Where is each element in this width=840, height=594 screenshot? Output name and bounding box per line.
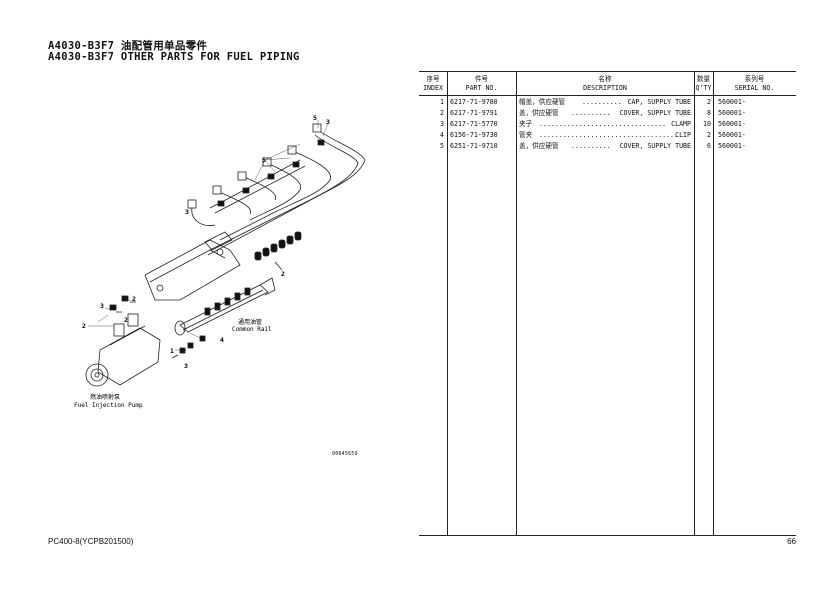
col-divider <box>713 72 714 535</box>
callout-3-bottom: 3 <box>184 362 188 370</box>
col-divider <box>694 72 695 535</box>
diagram-callouts: 5 3 5 3 2 3 2 2 2 1 3 4 <box>82 114 330 370</box>
callout-3-top: 3 <box>326 118 330 126</box>
table-row: 5 6251-71-9710 盖，供应硬管 .......... COVER, … <box>440 142 746 150</box>
callout-2-pump-b: 2 <box>82 322 86 330</box>
model-footer: PC400-8(YCPB201500) <box>48 537 134 546</box>
pump-label-en: Fuel Injection Pump <box>74 402 143 409</box>
callout-3-mid: 3 <box>185 208 189 216</box>
common-rail-label-en: Common Rail <box>232 326 272 333</box>
pump-label-cn: 燃油喷射泵 <box>90 393 120 401</box>
common-rail-label-cn: 通用油管 <box>238 318 262 326</box>
callout-5-mid: 5 <box>262 156 266 164</box>
parts-illustration: 5 3 5 3 2 3 2 2 2 1 3 4 通用油管 Common Rail… <box>74 114 366 409</box>
callout-5-top: 5 <box>313 114 317 122</box>
table-row: 4 6156-71-9730 管夹 ......................… <box>440 131 746 139</box>
fuel-piping-diagram: 5 3 5 3 2 3 2 2 2 1 3 4 通用油管 Common Rail… <box>60 100 390 430</box>
page-number: 66 <box>787 537 796 546</box>
figure-id: 00645659 <box>332 451 358 457</box>
callout-3-pump: 3 <box>100 302 104 310</box>
table-row: 2 6217-71-9791 盖，供应硬管 .......... COVER, … <box>440 109 746 117</box>
callout-2-pump-c: 2 <box>124 316 128 324</box>
table-row: 1 6217-71-9780 帽盖，供应硬管 .......... CAP, S… <box>440 98 746 106</box>
callout-1: 1 <box>170 347 174 355</box>
header-divider <box>419 95 796 96</box>
col-divider <box>516 72 517 535</box>
col-divider <box>447 72 448 535</box>
table-row: 3 6217-71-5770 夹子 ......................… <box>440 120 746 128</box>
page-title-cn: A4030-B3F7 油配管用单品零件 <box>48 40 208 52</box>
callout-2-pump-a: 2 <box>132 295 136 303</box>
callout-2-rail: 2 <box>281 270 285 278</box>
callout-4: 4 <box>220 336 224 344</box>
page-title-en: A4030-B3F7 OTHER PARTS FOR FUEL PIPING <box>48 51 300 63</box>
